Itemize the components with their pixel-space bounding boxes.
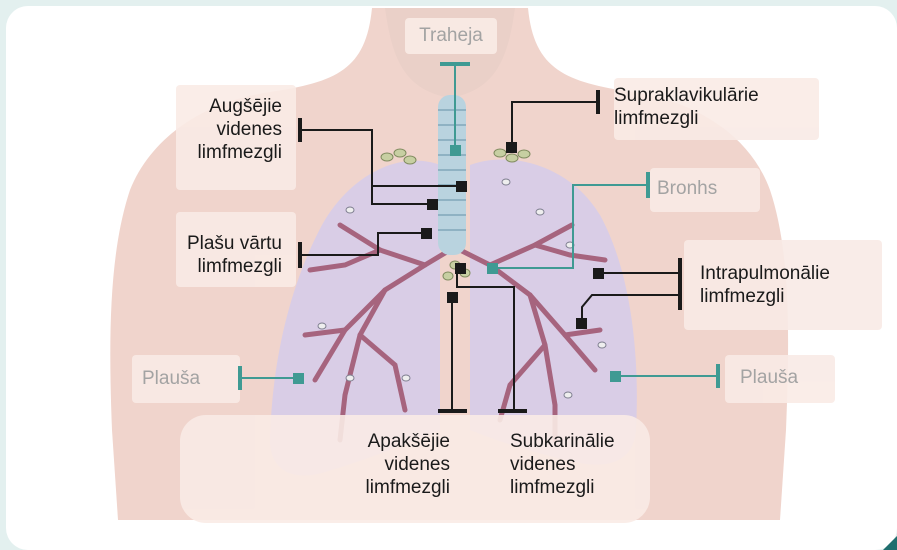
trachea-label: Traheja — [405, 24, 497, 47]
lower-mediastinal-line-2: videnes — [330, 453, 450, 476]
upper-mediastinal-label: Augšējie videnes limfmezgli — [176, 95, 282, 164]
trachea-label-text: Traheja — [405, 24, 497, 47]
intrapulmonary-line-1: Intrapulmonālie — [700, 262, 880, 285]
lower-mediastinal-line-1: Apakšējie — [330, 430, 450, 453]
subcarinal-line-1: Subkarinālie — [510, 430, 640, 453]
subcarinal-label: Subkarinālie videnes limfmezgli — [510, 430, 640, 499]
intrapulmonary-line-2: limfmezgli — [700, 285, 880, 308]
bronchus-label: Bronhs — [657, 177, 757, 200]
upper-mediastinal-line-2: videnes — [176, 118, 282, 141]
bronchus-label-text: Bronhs — [657, 177, 757, 200]
upper-mediastinal-line-1: Augšējie — [176, 95, 282, 118]
supraclavicular-line-1: Supraklavikulārie — [614, 84, 819, 107]
lung-label-right-text: Plauša — [740, 366, 830, 389]
lower-mediastinal-line-3: limfmezgli — [330, 476, 450, 499]
subcarinal-line-3: limfmezgli — [510, 476, 640, 499]
hilar-line-2: limfmezgli — [176, 255, 282, 278]
hilar-label: Plašu vārtu limfmezgli — [176, 232, 282, 278]
supraclavicular-line-2: limfmezgli — [614, 107, 819, 130]
lower-mediastinal-label: Apakšējie videnes limfmezgli — [330, 430, 450, 499]
supraclavicular-label: Supraklavikulārie limfmezgli — [614, 84, 819, 130]
lung-label-left-text: Plauša — [142, 367, 238, 390]
lung-label-right: Plauša — [740, 366, 830, 389]
intrapulmonary-label: Intrapulmonālie limfmezgli — [700, 262, 880, 308]
lung-label-left: Plauša — [142, 367, 238, 390]
upper-mediastinal-line-3: limfmezgli — [176, 141, 282, 164]
subcarinal-line-2: videnes — [510, 453, 640, 476]
hilar-line-1: Plašu vārtu — [176, 232, 282, 255]
